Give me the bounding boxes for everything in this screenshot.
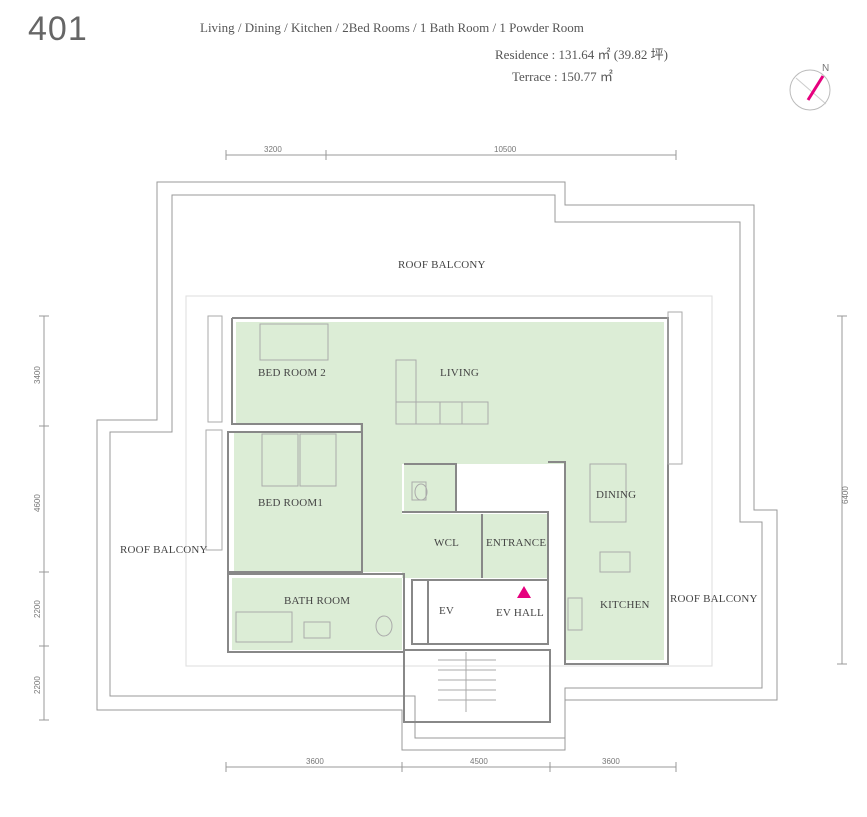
roof-balcony-outline bbox=[96, 181, 778, 751]
walls bbox=[227, 317, 669, 723]
residence-area: Residence : 131.64 ㎡ (39.82 坪) bbox=[495, 47, 668, 62]
label-bath-room: BATH ROOM bbox=[284, 595, 350, 607]
dim-top-left: 3200 bbox=[264, 145, 282, 154]
entrance-marker-icon bbox=[517, 586, 531, 598]
north-label: N bbox=[822, 63, 829, 74]
plan-details bbox=[205, 311, 683, 712]
dimension-lines bbox=[39, 150, 847, 772]
label-roof-balcony-top: ROOF BALCONY bbox=[398, 259, 486, 271]
dim-right: 6400 bbox=[841, 486, 850, 504]
dim-left-4: 2200 bbox=[33, 676, 42, 694]
dim-left-3: 2200 bbox=[33, 600, 42, 618]
terrace-area: Terrace : 150.77 ㎡ bbox=[512, 69, 613, 84]
label-entrance: ENTRANCE bbox=[486, 537, 546, 549]
label-kitchen: KITCHEN bbox=[600, 599, 650, 611]
label-wcl: WCL bbox=[434, 537, 459, 549]
label-ev: EV bbox=[439, 605, 454, 617]
dim-top-right: 10500 bbox=[494, 145, 517, 154]
label-living: LIVING bbox=[440, 367, 479, 379]
dim-left-2: 4600 bbox=[33, 494, 42, 512]
dim-bottom-left: 3600 bbox=[306, 757, 324, 766]
label-roof-balcony-right: ROOF BALCONY bbox=[670, 593, 758, 605]
label-roof-balcony-left: ROOF BALCONY bbox=[120, 544, 208, 556]
label-ev-hall: EV HALL bbox=[496, 607, 544, 619]
dim-bottom-mid: 4500 bbox=[470, 757, 488, 766]
label-bedroom-2: BED ROOM 2 bbox=[258, 367, 326, 379]
dim-bottom-right: 3600 bbox=[602, 757, 620, 766]
label-bedroom-1: BED ROOM1 bbox=[258, 497, 323, 509]
dim-left-1: 3400 bbox=[33, 366, 42, 384]
unit-number: 401 bbox=[28, 10, 88, 48]
label-dining: DINING bbox=[596, 489, 636, 501]
compass-icon: N bbox=[789, 63, 831, 111]
layout-summary: Living / Dining / Kitchen / 2Bed Rooms /… bbox=[200, 20, 584, 35]
room-fills bbox=[232, 322, 664, 660]
